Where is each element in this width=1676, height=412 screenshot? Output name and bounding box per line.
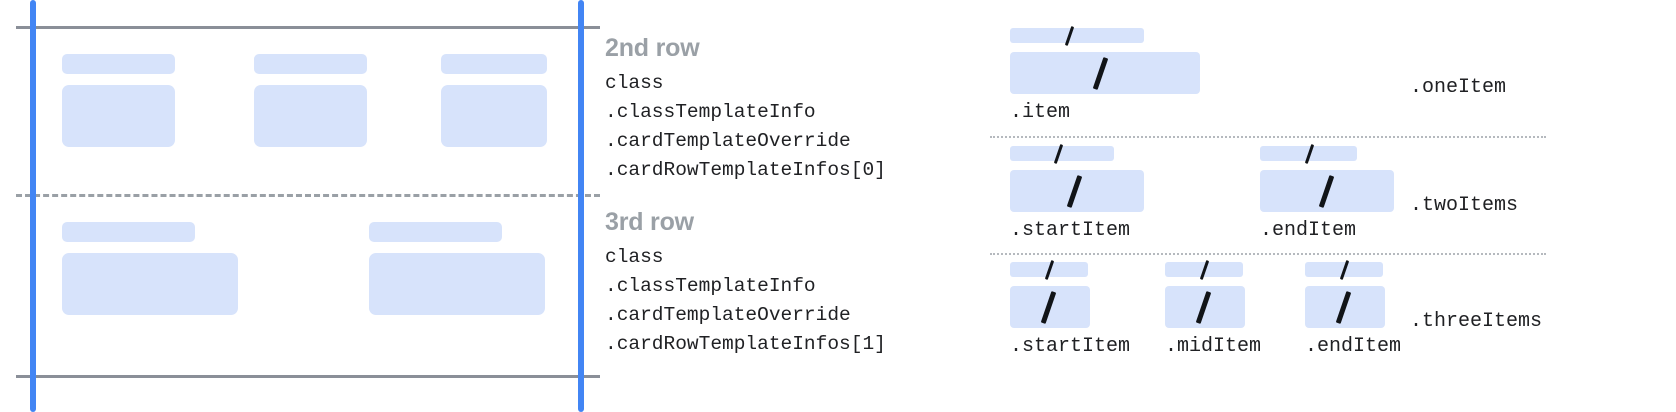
mock-body-box: [441, 85, 547, 147]
item-content-box: [1260, 170, 1394, 212]
slash-icon: [1053, 144, 1064, 164]
description-code-line: .cardRowTemplateInfos[0]: [605, 159, 886, 181]
slash-icon: [1040, 291, 1057, 324]
mock-title-bar: [254, 54, 367, 74]
third-row-mock: [0, 222, 600, 342]
slash-icon: [1304, 144, 1315, 164]
description-code-line: class: [605, 72, 664, 94]
item-cap-bar: [1010, 144, 1114, 164]
description-code-line: .cardRowTemplateInfos[1]: [605, 333, 886, 355]
item-cap-bar: [1260, 144, 1357, 164]
anatomy-group-label: .twoItems: [1410, 194, 1519, 217]
slash-icon: [1339, 260, 1350, 280]
second-row-description: 2nd row class .classTemplateInfo .cardTe…: [605, 33, 886, 185]
item-group: .startItem: [1010, 260, 1131, 358]
card-end-guide-line: [578, 0, 584, 412]
anatomy-group-label: .oneItem: [1410, 76, 1507, 99]
card-start-guide-line: [30, 0, 36, 412]
description-code-line: class: [605, 246, 664, 268]
mock-body-box: [62, 85, 175, 147]
description-code-line: .classTemplateInfo: [605, 101, 816, 123]
item-cap-bar: [1010, 260, 1088, 280]
one-item-anatomy: .item .oneItem: [980, 26, 1676, 134]
second-row-mock: [0, 54, 600, 174]
item-label: .endItem: [1305, 335, 1402, 358]
item-content-box: [1165, 286, 1245, 328]
item-group: .item: [1010, 26, 1200, 124]
item-group: .midItem: [1165, 260, 1262, 358]
item-content-box: [1305, 286, 1385, 328]
slash-icon: [1335, 291, 1352, 324]
description-code-line: .cardTemplateOverride: [605, 304, 851, 326]
two-items-anatomy: .startItem .endItem .twoItems: [980, 144, 1676, 250]
slash-icon: [1044, 260, 1055, 280]
mock-title-bar: [441, 54, 547, 74]
card-bottom-rule: [16, 375, 600, 378]
item-label: .startItem: [1010, 219, 1131, 242]
slash-icon: [1064, 26, 1075, 46]
mock-cell: [254, 54, 367, 147]
mock-cell: [441, 54, 547, 147]
item-cap-bar: [1165, 260, 1243, 280]
slash-icon: [1195, 291, 1212, 324]
description-code-line: .cardTemplateOverride: [605, 130, 851, 152]
slash-icon: [1066, 175, 1083, 208]
mock-title-bar: [62, 54, 175, 74]
description-heading: 3rd row: [605, 208, 694, 236]
mock-body-box: [254, 85, 367, 147]
description-code-line: .classTemplateInfo: [605, 275, 816, 297]
item-label: .item: [1010, 101, 1071, 124]
item-label: .midItem: [1165, 335, 1262, 358]
slash-icon: [1199, 260, 1210, 280]
mock-cell: [62, 222, 238, 315]
mock-body-box: [62, 253, 238, 315]
mock-title-bar: [369, 222, 502, 242]
mock-body-box: [369, 253, 545, 315]
item-label: .endItem: [1260, 219, 1357, 242]
item-anatomy-panel: .item .oneItem .startItem: [980, 0, 1676, 412]
slash-icon: [1318, 175, 1335, 208]
row-divider-dashed: [16, 194, 600, 197]
item-cap-bar: [1305, 260, 1383, 280]
anatomy-separator: [990, 253, 1546, 255]
mock-cell: [62, 54, 175, 147]
item-group: .startItem: [1010, 144, 1144, 242]
anatomy-separator: [990, 136, 1546, 138]
three-items-anatomy: .startItem .midItem .endItem: [980, 260, 1676, 368]
item-group: .endItem: [1260, 144, 1394, 242]
item-group: .endItem: [1305, 260, 1402, 358]
card-row-mockup-panel: [0, 0, 600, 412]
item-content-box: [1010, 286, 1090, 328]
anatomy-group-label: .threeItems: [1410, 310, 1543, 333]
card-top-rule: [16, 26, 600, 29]
description-heading: 2nd row: [605, 34, 700, 62]
third-row-description: 3rd row class .classTemplateInfo .cardTe…: [605, 207, 886, 359]
item-content-box: [1010, 52, 1200, 94]
item-label: .startItem: [1010, 335, 1131, 358]
mock-title-bar: [62, 222, 195, 242]
slash-icon: [1092, 57, 1109, 90]
item-content-box: [1010, 170, 1144, 212]
item-cap-bar: [1010, 26, 1144, 46]
mock-cell: [369, 222, 545, 315]
